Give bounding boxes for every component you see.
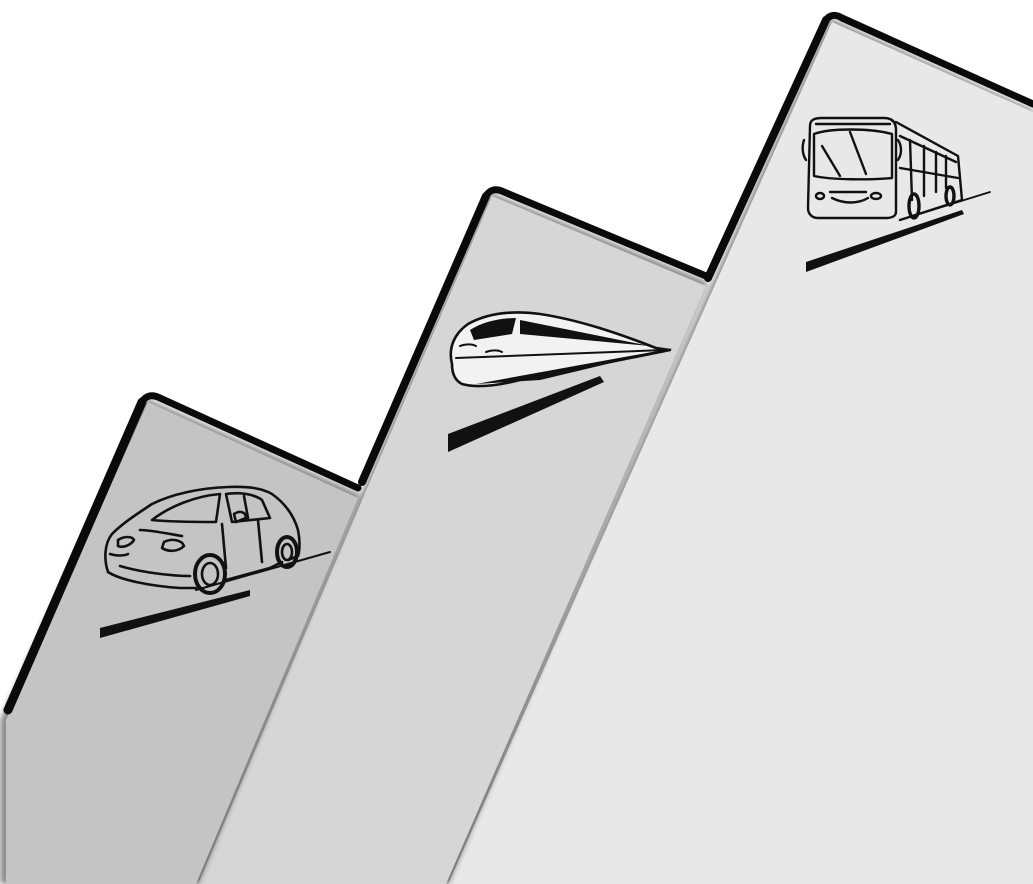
transport-steps-illustration [0,0,1033,884]
